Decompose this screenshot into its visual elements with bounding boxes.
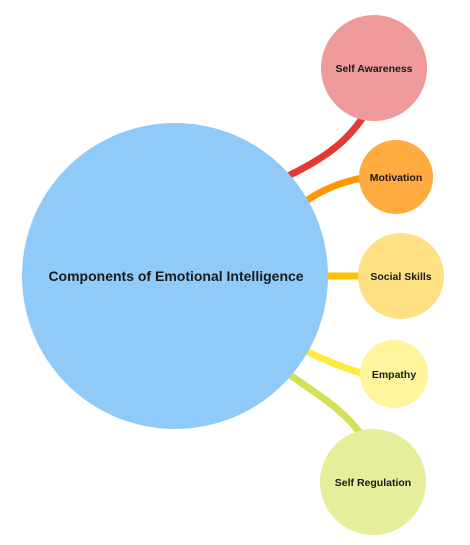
center-circle [22, 123, 328, 429]
node-label-self-awareness: Self Awareness [335, 63, 412, 75]
connector-self-regulation [286, 371, 366, 440]
node-empathy: Empathy [360, 340, 428, 408]
node-label-self-regulation: Self Regulation [335, 477, 411, 489]
node-circle-self-regulation [320, 429, 426, 535]
connector-motivation [302, 174, 366, 205]
node-circle-social-skills [358, 233, 444, 319]
node-label-social-skills: Social Skills [370, 271, 431, 283]
connectors [284, 108, 370, 440]
node-self-regulation: Self Regulation [320, 429, 426, 535]
connector-empathy [302, 347, 366, 377]
connector-self-awareness [284, 108, 370, 180]
node-social-skills: Social Skills [358, 233, 444, 319]
node-label-empathy: Empathy [372, 369, 417, 381]
node-circle-self-awareness [321, 15, 427, 121]
node-motivation: Motivation [359, 140, 433, 214]
center-node: Components of Emotional Intelligence [22, 123, 328, 429]
node-circle-empathy [360, 340, 428, 408]
node-circle-motivation [359, 140, 433, 214]
center-label: Components of Emotional Intelligence [48, 268, 303, 284]
node-label-motivation: Motivation [370, 172, 423, 184]
node-self-awareness: Self Awareness [321, 15, 427, 121]
